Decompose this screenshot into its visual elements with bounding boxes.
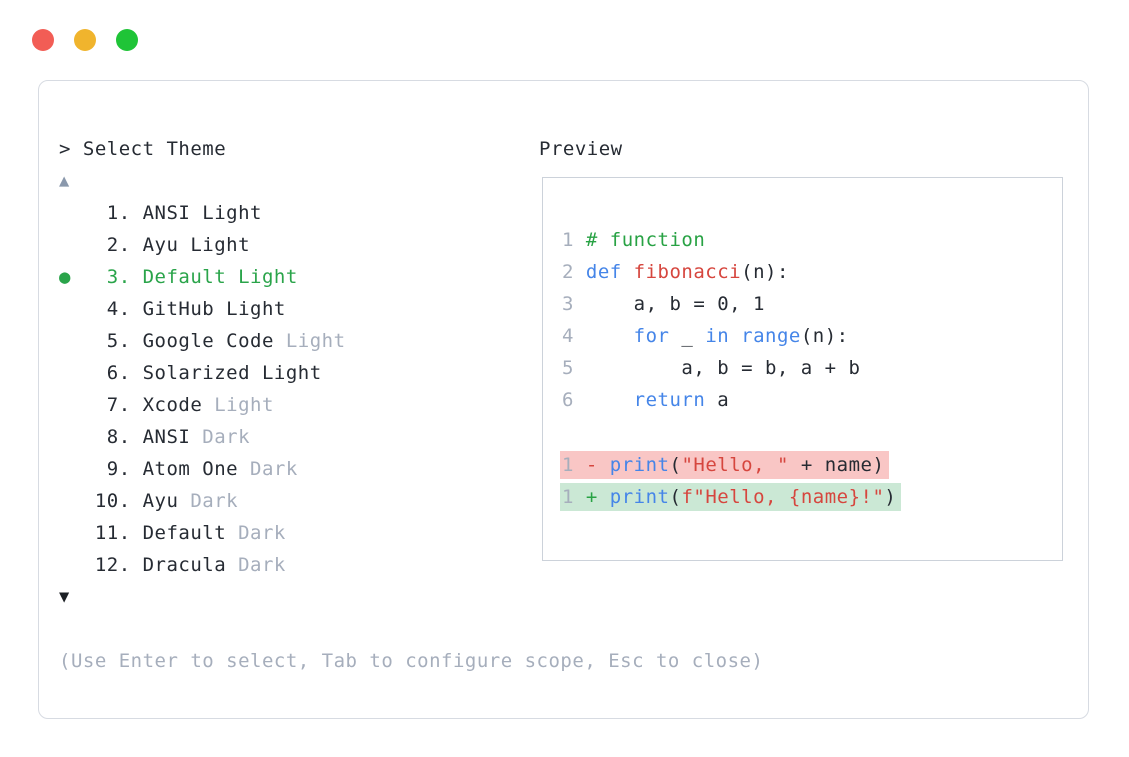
- theme-item-name: ANSI: [142, 426, 203, 448]
- theme-item-name: Xcode: [142, 394, 215, 416]
- theme-item-variant: Dark: [238, 554, 286, 576]
- scroll-down-icon[interactable]: ▼: [59, 587, 70, 607]
- theme-item-number: 9.: [59, 458, 143, 480]
- theme-item-number: 1.: [59, 202, 143, 224]
- theme-item-name: Ayu: [142, 490, 191, 512]
- zoom-button[interactable]: [116, 29, 138, 51]
- theme-item-name: GitHub: [142, 298, 227, 320]
- theme-list: 1. ANSI Light 2. Ayu Light● 3. Default L…: [59, 197, 519, 581]
- theme-item-name: ANSI: [142, 202, 203, 224]
- preview-label: Preview: [539, 138, 623, 160]
- diff-line-added: 1 + print(f"Hello, {name}!"): [560, 480, 1062, 512]
- theme-item-number: 7.: [59, 394, 143, 416]
- theme-item-number: 8.: [59, 426, 143, 448]
- theme-item-number: 2.: [59, 234, 143, 256]
- minimize-button[interactable]: [74, 29, 96, 51]
- theme-item-name: Default: [142, 266, 239, 288]
- code-line: 1 # function: [562, 229, 706, 251]
- prompt-select-theme: > Select Theme: [59, 138, 227, 160]
- code-preview: 1 # function 2 def fibonacci(n): 3 a, b = …: [543, 178, 1062, 512]
- theme-item-name: Default: [142, 522, 239, 544]
- selected-bullet-icon: ●: [59, 266, 71, 288]
- theme-item-name: Atom One: [142, 458, 251, 480]
- theme-item-number: 11.: [59, 522, 143, 544]
- theme-item-google-code-light[interactable]: 5. Google Code Light: [59, 325, 519, 357]
- theme-item-variant: Light: [214, 394, 274, 416]
- theme-item-variant: Dark: [250, 458, 298, 480]
- theme-item-solarized-light[interactable]: 6. Solarized Light: [59, 357, 519, 389]
- theme-item-ayu-dark[interactable]: 10. Ayu Dark: [59, 485, 519, 517]
- theme-item-dracula-dark[interactable]: 12. Dracula Dark: [59, 549, 519, 581]
- theme-list-column: > Select Theme ▲ 1. ANSI Light 2. Ayu Li…: [59, 133, 764, 677]
- keyboard-hint: (Use Enter to select, Tab to configure s…: [59, 650, 764, 672]
- theme-item-number: 6.: [59, 362, 143, 384]
- spacer: [59, 613, 519, 645]
- theme-item-variant: Light: [261, 362, 322, 384]
- theme-item-variant: Dark: [202, 426, 251, 448]
- theme-item-variant: Dark: [238, 522, 286, 544]
- theme-item-variant: Light: [285, 330, 346, 352]
- theme-item-xcode-light[interactable]: 7. Xcode Light: [59, 389, 519, 421]
- code-line: 4 for _ in range(n):: [562, 325, 849, 347]
- code-line: 6 return a: [562, 389, 730, 411]
- close-button[interactable]: [32, 29, 54, 51]
- theme-item-number: 3.: [59, 266, 143, 288]
- theme-item-name: Google Code: [142, 330, 286, 352]
- code-line: 5 a, b = b, a + b: [562, 357, 861, 379]
- theme-item-variant: Light: [238, 266, 298, 288]
- diff-line-removed: 1 - print("Hello, " + name): [560, 448, 1062, 480]
- theme-item-variant: Light: [190, 234, 251, 256]
- theme-item-default-dark[interactable]: 11. Default Dark: [59, 517, 519, 549]
- theme-item-name: Ayu: [142, 234, 191, 256]
- theme-item-ayu-light[interactable]: 2. Ayu Light: [59, 229, 519, 261]
- preview-box: 1 # function 2 def fibonacci(n): 3 a, b = …: [542, 177, 1063, 561]
- theme-item-variant: Light: [202, 202, 262, 224]
- theme-item-name: Solarized: [142, 362, 262, 384]
- theme-item-variant: Dark: [190, 490, 239, 512]
- scroll-up-icon[interactable]: ▲: [59, 171, 70, 191]
- theme-item-name: Dracula: [142, 554, 239, 576]
- window-controls: [32, 29, 138, 51]
- code-line: 3 a, b = 0, 1: [562, 293, 765, 315]
- code-line: 2 def fibonacci(n):: [562, 261, 789, 283]
- theme-item-variant: Light: [226, 298, 286, 320]
- theme-item-github-light[interactable]: 4. GitHub Light: [59, 293, 519, 325]
- theme-item-default-light[interactable]: ● 3. Default Light: [59, 261, 519, 293]
- theme-item-number: 4.: [59, 298, 143, 320]
- diff-highlight-added: 1 + print(f"Hello, {name}!"): [560, 482, 902, 511]
- diff-highlight-removed: 1 - print("Hello, " + name): [560, 450, 890, 479]
- theme-item-ansi-light[interactable]: 1. ANSI Light: [59, 197, 519, 229]
- theme-item-number: 5.: [59, 330, 143, 352]
- theme-item-atom-one-dark[interactable]: 9. Atom One Dark: [59, 453, 519, 485]
- theme-item-number: 12.: [59, 554, 143, 576]
- code-line: [562, 416, 1062, 448]
- theme-selector-panel: > Select Theme ▲ 1. ANSI Light 2. Ayu Li…: [38, 80, 1089, 719]
- theme-item-number: 10.: [59, 490, 143, 512]
- theme-item-ansi-dark[interactable]: 8. ANSI Dark: [59, 421, 519, 453]
